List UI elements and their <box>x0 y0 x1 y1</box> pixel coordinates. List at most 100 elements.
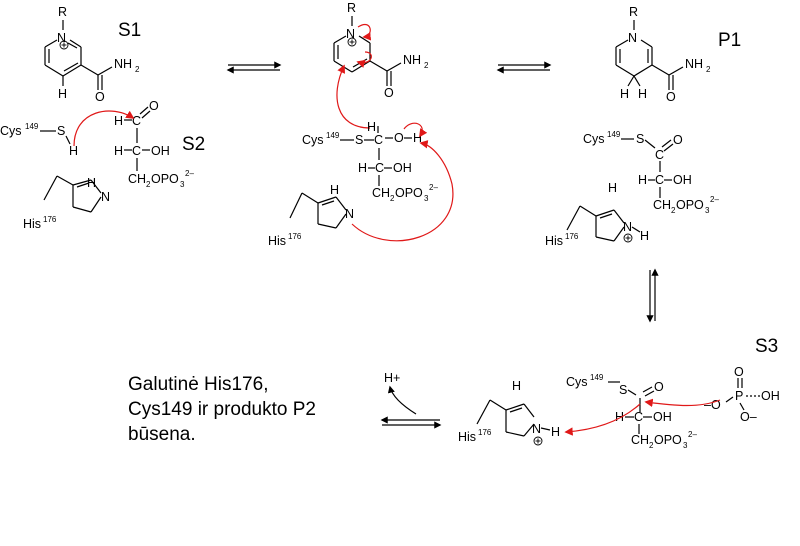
atom-oh: OH <box>151 144 170 158</box>
atom-h: H <box>87 176 96 190</box>
his-bottom: N H H His 176 <box>458 379 560 446</box>
atom-s: S <box>355 133 363 147</box>
caption-line-1: Galutinė His176, <box>128 374 269 395</box>
atom-r: R <box>58 5 67 19</box>
thioester-right: Cys 149 S C O H C OH CH 2 OPO 3 2– <box>583 130 719 215</box>
atom-charge-sup: 2– <box>429 183 438 192</box>
atom-his-sup: 176 <box>478 428 492 437</box>
label-p1: P1 <box>718 30 741 51</box>
atom-o: O <box>734 365 744 379</box>
atom-ch2-sub: 2 <box>146 180 151 189</box>
atom-c: C <box>132 144 141 158</box>
atom-n: N <box>532 422 541 436</box>
atom-oh: OH <box>653 410 672 424</box>
atom-h: H <box>512 379 521 393</box>
atom-h: H <box>330 183 339 197</box>
atom-cys: Cys <box>583 132 605 146</box>
atom-h-plus: H+ <box>384 371 400 385</box>
label-s1: S1 <box>118 20 141 41</box>
atom-o3-sub: 3 <box>180 180 185 189</box>
atom-r: R <box>629 5 638 19</box>
atom-opo: OPO <box>654 433 682 447</box>
atom-ch2-sub: 2 <box>649 441 654 450</box>
atom-his-sup: 176 <box>565 232 579 241</box>
atom-n: N <box>628 31 637 45</box>
atom-cys-sup: 149 <box>326 131 340 140</box>
red-arrow-oh-bond <box>403 122 428 138</box>
atom-ch2opo3: CH <box>631 433 649 447</box>
atom-his: His <box>268 234 286 248</box>
atom-his-sup: 176 <box>288 232 302 241</box>
atom-s: S <box>57 124 65 138</box>
atom-h: H <box>114 144 123 158</box>
s3-phosphate: O P OH O– –O <box>704 365 780 424</box>
atom-n: N <box>623 220 632 234</box>
s1-structure: R N H O NH 2 <box>44 5 140 104</box>
atom-n: N <box>101 190 110 204</box>
atom-oh: OH <box>393 161 412 175</box>
atom-o3-sub: 3 <box>683 441 688 450</box>
atom-nh2: NH <box>403 53 421 67</box>
atom-h: H <box>615 410 624 424</box>
cys-sh-left: Cys 149 S H <box>0 122 78 158</box>
atom-opo: OPO <box>395 186 423 200</box>
atom-ch2-sub: 2 <box>671 206 676 215</box>
atom-ch2-sub: 2 <box>390 194 395 203</box>
atom-h: H <box>114 114 123 128</box>
atom-o: O <box>666 90 676 104</box>
atom-cys: Cys <box>566 375 588 389</box>
atom-nh2-sub: 2 <box>424 61 429 70</box>
red-arrow-hydride <box>336 64 371 129</box>
red-arrow-phosphate-attack <box>644 398 721 408</box>
equilibrium-arrow-1 <box>226 61 282 74</box>
atom-o: O <box>654 380 664 394</box>
atom-h: H <box>608 181 617 195</box>
atom-oh: OH <box>673 173 692 187</box>
atom-h: H <box>58 87 67 101</box>
atom-nh2: NH <box>114 57 132 71</box>
atom-h: H <box>620 87 629 101</box>
atom-nh2: NH <box>685 57 703 71</box>
atom-o: O <box>95 90 105 104</box>
atom-his: His <box>23 217 41 231</box>
atom-o3-sub: 3 <box>705 206 710 215</box>
his-left: N H His 176 <box>23 175 110 231</box>
atom-oh-s3: OH <box>761 389 780 403</box>
atom-nh2-sub: 2 <box>135 65 140 74</box>
atom-cys-sup: 149 <box>25 122 39 131</box>
atom-nh2-sub: 2 <box>706 65 711 74</box>
atom-o: O <box>673 133 683 147</box>
atom-p: P <box>735 389 743 403</box>
atom-n: N <box>57 31 66 45</box>
thioester-bottom: Cys 149 S O H C OH CH 2 OPO 3 2– <box>566 373 697 450</box>
equilibrium-arrow-vertical <box>646 268 659 323</box>
atom-c: C <box>655 173 664 187</box>
atom-h: H <box>413 131 422 145</box>
his-right-protonated: N H H His 176 <box>545 181 649 248</box>
atom-ch2opo3: CH <box>653 198 671 212</box>
atom-cys-sup: 149 <box>590 373 604 382</box>
atom-h: H <box>640 229 649 243</box>
atom-n: N <box>345 207 354 221</box>
atom-ch2opo3: CH <box>128 172 146 186</box>
atom-charge-sup: 2– <box>688 430 697 439</box>
atom-cys: Cys <box>302 133 324 147</box>
atom-o: O <box>394 131 404 145</box>
atom-s: S <box>619 383 627 397</box>
equilibrium-arrow-bottom <box>380 385 442 429</box>
atom-o3-sub: 3 <box>424 194 429 203</box>
atom-opo: OPO <box>676 198 704 212</box>
atom-c: C <box>374 133 383 147</box>
atom-o: O <box>149 99 159 113</box>
atom-h: H <box>551 425 560 439</box>
caption-line-3: būsena. <box>128 424 196 445</box>
label-s2: S2 <box>182 134 205 155</box>
atom-charge-sup: 2– <box>185 169 194 178</box>
equilibrium-arrow-2 <box>496 61 552 74</box>
s2-structure: H C O H C OH CH 2 OPO 3 2– <box>114 99 194 189</box>
atom-cys-sup: 149 <box>607 130 621 139</box>
atom-h: H <box>69 144 78 158</box>
label-s3: S3 <box>755 336 778 357</box>
